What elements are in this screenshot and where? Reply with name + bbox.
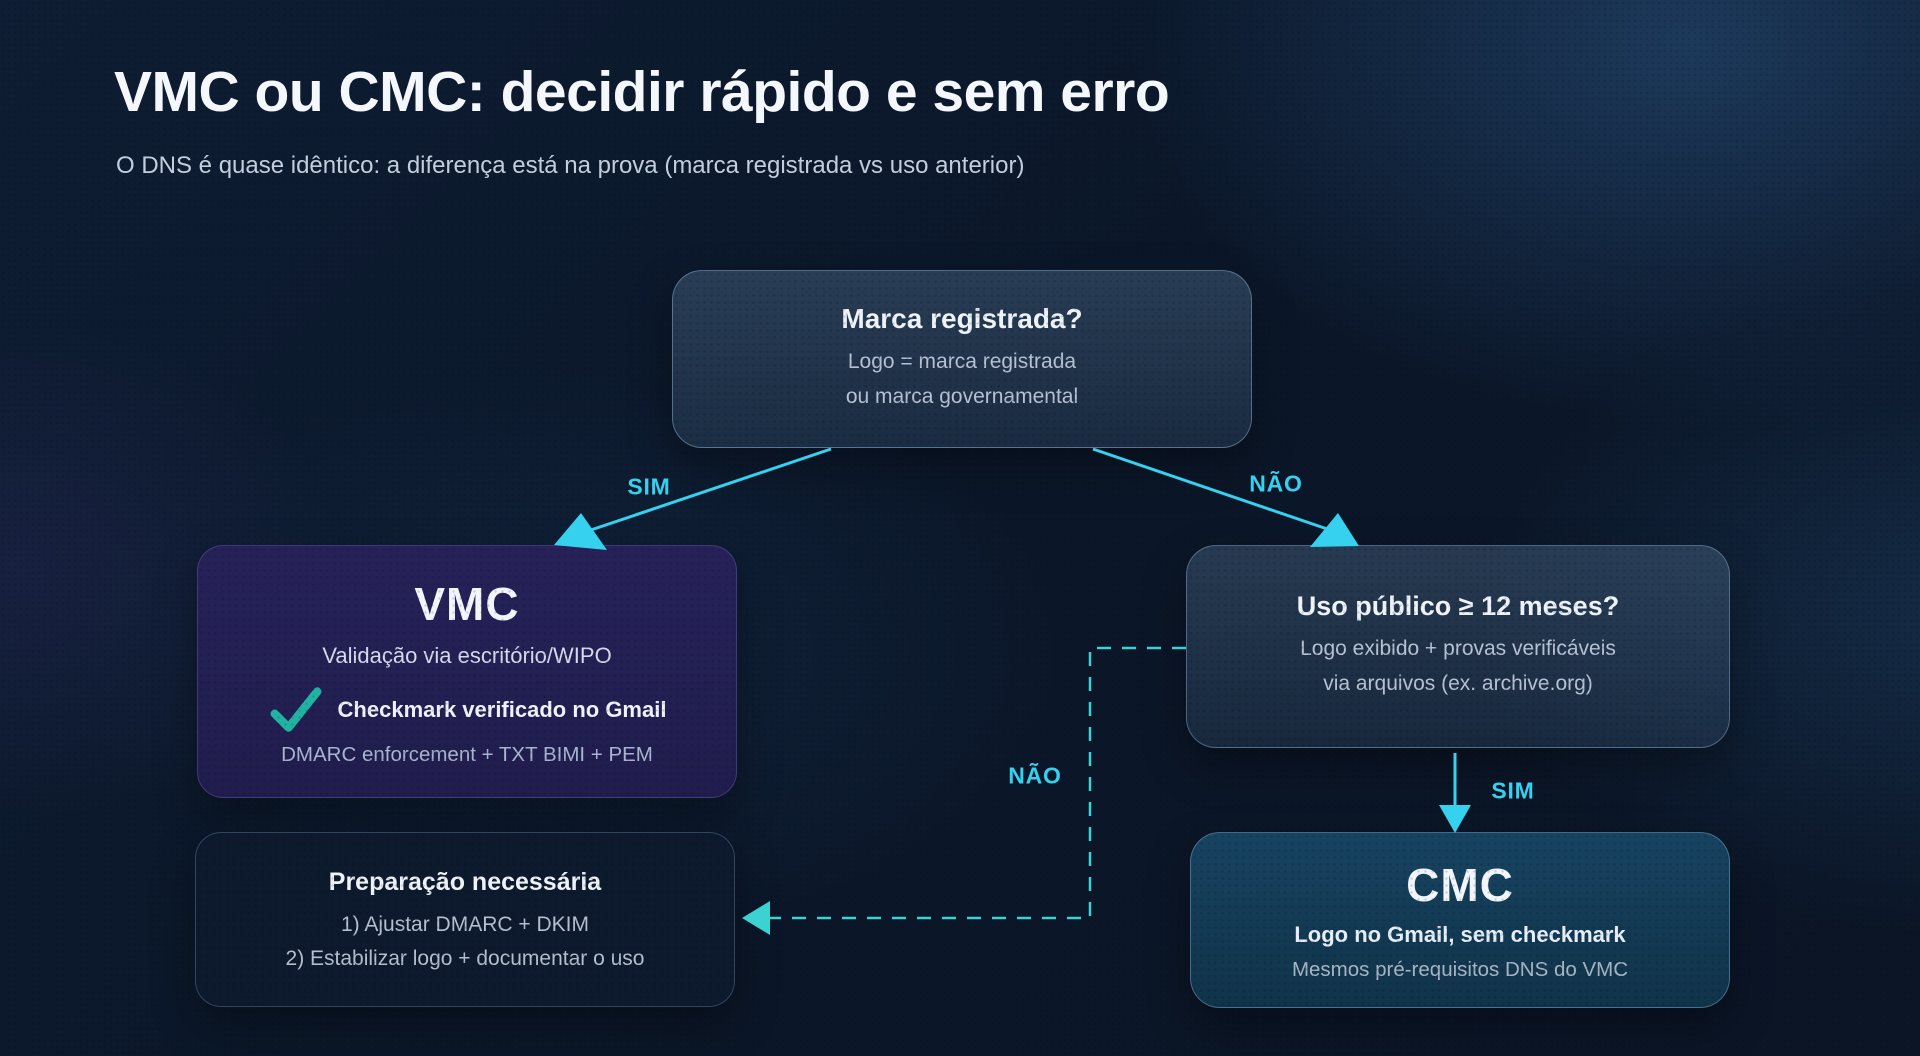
edge-label-sim-down: SIM [1491,777,1535,804]
cmc-title: CMC [1406,859,1514,911]
arrowhead-nao-dashed-icon [742,901,770,935]
vmc-check-label: Checkmark verificado no Gmail [337,696,667,722]
node-body: Logo = marca registrada ou marca governa… [846,345,1078,414]
node-uso-publico: Uso público ≥ 12 meses? Logo exibido + p… [1186,545,1730,748]
cmc-line1: Logo no Gmail, sem checkmark [1294,922,1626,947]
node-body-line1: Logo = marca registrada [847,350,1077,374]
node-body-line1: Logo exibido + provas verificáveis [1300,637,1616,661]
vmc-title: VMC [414,577,520,630]
vmc-footnote: DMARC enforcement + TXT BIMI + PEM [281,742,653,766]
edge-sim-left-line [581,447,832,535]
vmc-check-row: Checkmark verificado no Gmail [268,685,667,735]
node-body: Logo exibido + provas verificáveis via a… [1300,632,1616,701]
node-title: Uso público ≥ 12 meses? [1296,591,1620,622]
edge-nao-dashed-line [766,646,1186,920]
node-title: Marca registrada? [841,303,1083,335]
node-cmc: CMC Logo no Gmail, sem checkmark Mesmos … [1190,832,1730,1008]
cmc-line2: Mesmos pré-requisitos DNS do VMC [1291,958,1629,981]
edge-label-nao-right: NÃO [1249,470,1303,497]
arrowhead-sim-down-icon [1439,805,1471,833]
prep-title: Preparação necessária [328,868,602,896]
vmc-subtitle: Validação via escritório/WIPO [322,642,612,668]
prep-line1: 1) Ajustar DMARC + DKIM [341,913,589,936]
node-marca-registrada: Marca registrada? Logo = marca registrad… [672,270,1252,448]
arrowhead-nao-right-icon [1310,513,1359,547]
page-title: VMC ou CMC: decidir rápido e sem erro [114,60,1170,124]
checkmark-icon [270,686,322,732]
edge-label-sim-left: SIM [627,473,671,500]
edge-label-nao-dashed: NÃO [1008,762,1062,789]
node-body-line2: ou marca governamental [845,385,1079,408]
node-vmc: VMC Validação via escritório/WIPO Checkm… [197,545,737,798]
node-body-line2: via arquivos (ex. archive.org) [1323,672,1593,695]
node-preparacao: Preparação necessária 1) Ajustar DMARC +… [195,832,735,1007]
page-subtitle: O DNS é quase idêntico: a diferença está… [116,152,1025,179]
prep-line2: 2) Estabilizar logo + documentar o uso [285,947,645,970]
